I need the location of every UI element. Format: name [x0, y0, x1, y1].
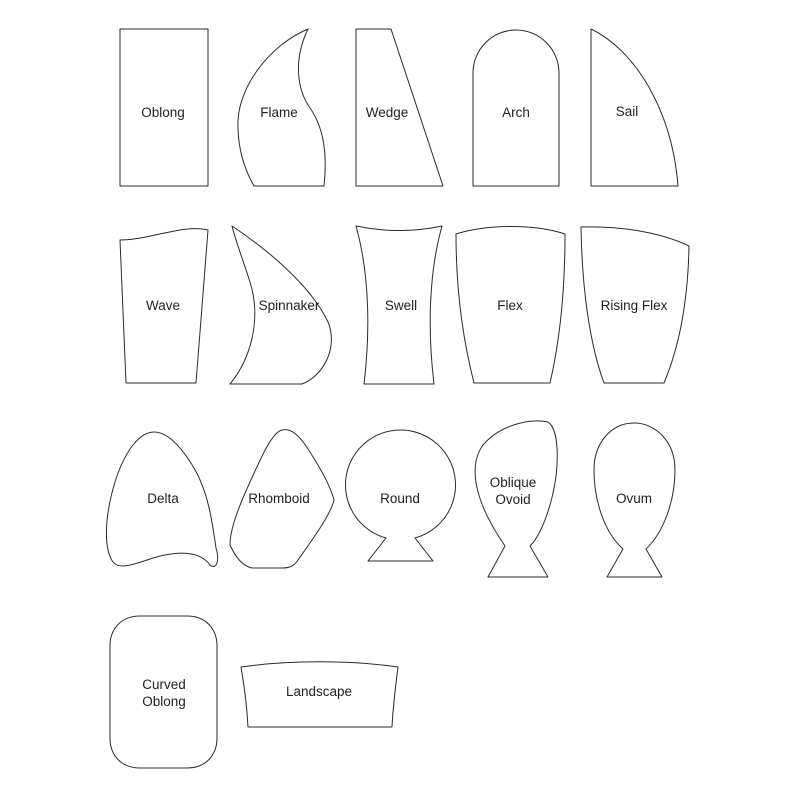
- shape-landscape-outline: [240, 661, 399, 728]
- shape-flame-label: Flame: [260, 105, 298, 120]
- shape-rhomboid: Rhomboid: [229, 429, 335, 569]
- shape-round-label: Round: [380, 491, 420, 506]
- shape-wedge-outline: [355, 28, 444, 187]
- shape-rising-flex-label: Rising Flex: [601, 298, 668, 313]
- shape-wedge-label: Wedge: [366, 105, 409, 120]
- shape-spinnaker-label: Spinnaker: [259, 298, 320, 313]
- shape-sail-outline: [590, 28, 679, 187]
- shape-wave: Wave: [119, 228, 209, 384]
- shape-delta-outline: [106, 431, 219, 567]
- shape-rising-flex-outline: [580, 226, 690, 384]
- shape-flame-outline: [237, 28, 326, 187]
- shape-delta: Delta: [106, 431, 219, 567]
- shape-arch-label: Arch: [502, 105, 530, 120]
- shape-spinnaker-outline: [229, 225, 332, 385]
- shape-round: Round: [345, 429, 456, 562]
- shape-arch: Arch: [472, 29, 560, 187]
- shape-swell: Swell: [355, 225, 443, 385]
- shape-rhomboid-outline: [229, 429, 335, 569]
- shape-wedge: Wedge: [355, 28, 444, 187]
- shape-oblong-label: Oblong: [141, 105, 185, 120]
- shape-round-outline: [345, 429, 456, 562]
- shape-ovum-label: Ovum: [616, 491, 652, 506]
- shape-sail-label: Sail: [616, 104, 639, 119]
- shape-landscape-label: Landscape: [286, 684, 352, 699]
- shape-swell-outline: [355, 225, 443, 385]
- shape-oblong: Oblong: [119, 28, 209, 187]
- shape-arch-outline: [472, 29, 560, 187]
- shape-ovum-outline: [593, 422, 676, 578]
- shape-flex-label: Flex: [497, 298, 523, 313]
- shape-oblong-outline: [119, 28, 209, 187]
- shape-flame: Flame: [237, 28, 326, 187]
- shape-rising-flex: Rising Flex: [580, 226, 690, 384]
- shape-rhomboid-label: Rhomboid: [248, 491, 310, 506]
- shape-landscape: Landscape: [240, 661, 399, 728]
- shape-flex: Flex: [455, 226, 566, 384]
- shape-ovum: Ovum: [593, 422, 676, 578]
- shape-curved-oblong-outline: [109, 615, 218, 769]
- shape-wave-outline: [119, 228, 209, 384]
- shape-oblique-ovoid-outline: [474, 420, 558, 578]
- shape-swell-label: Swell: [385, 298, 417, 313]
- shape-sail: Sail: [590, 28, 679, 187]
- shape-delta-label: Delta: [147, 491, 179, 506]
- shape-wave-label: Wave: [146, 298, 180, 313]
- shape-spinnaker: Spinnaker: [229, 225, 332, 385]
- shape-flex-outline: [455, 226, 566, 384]
